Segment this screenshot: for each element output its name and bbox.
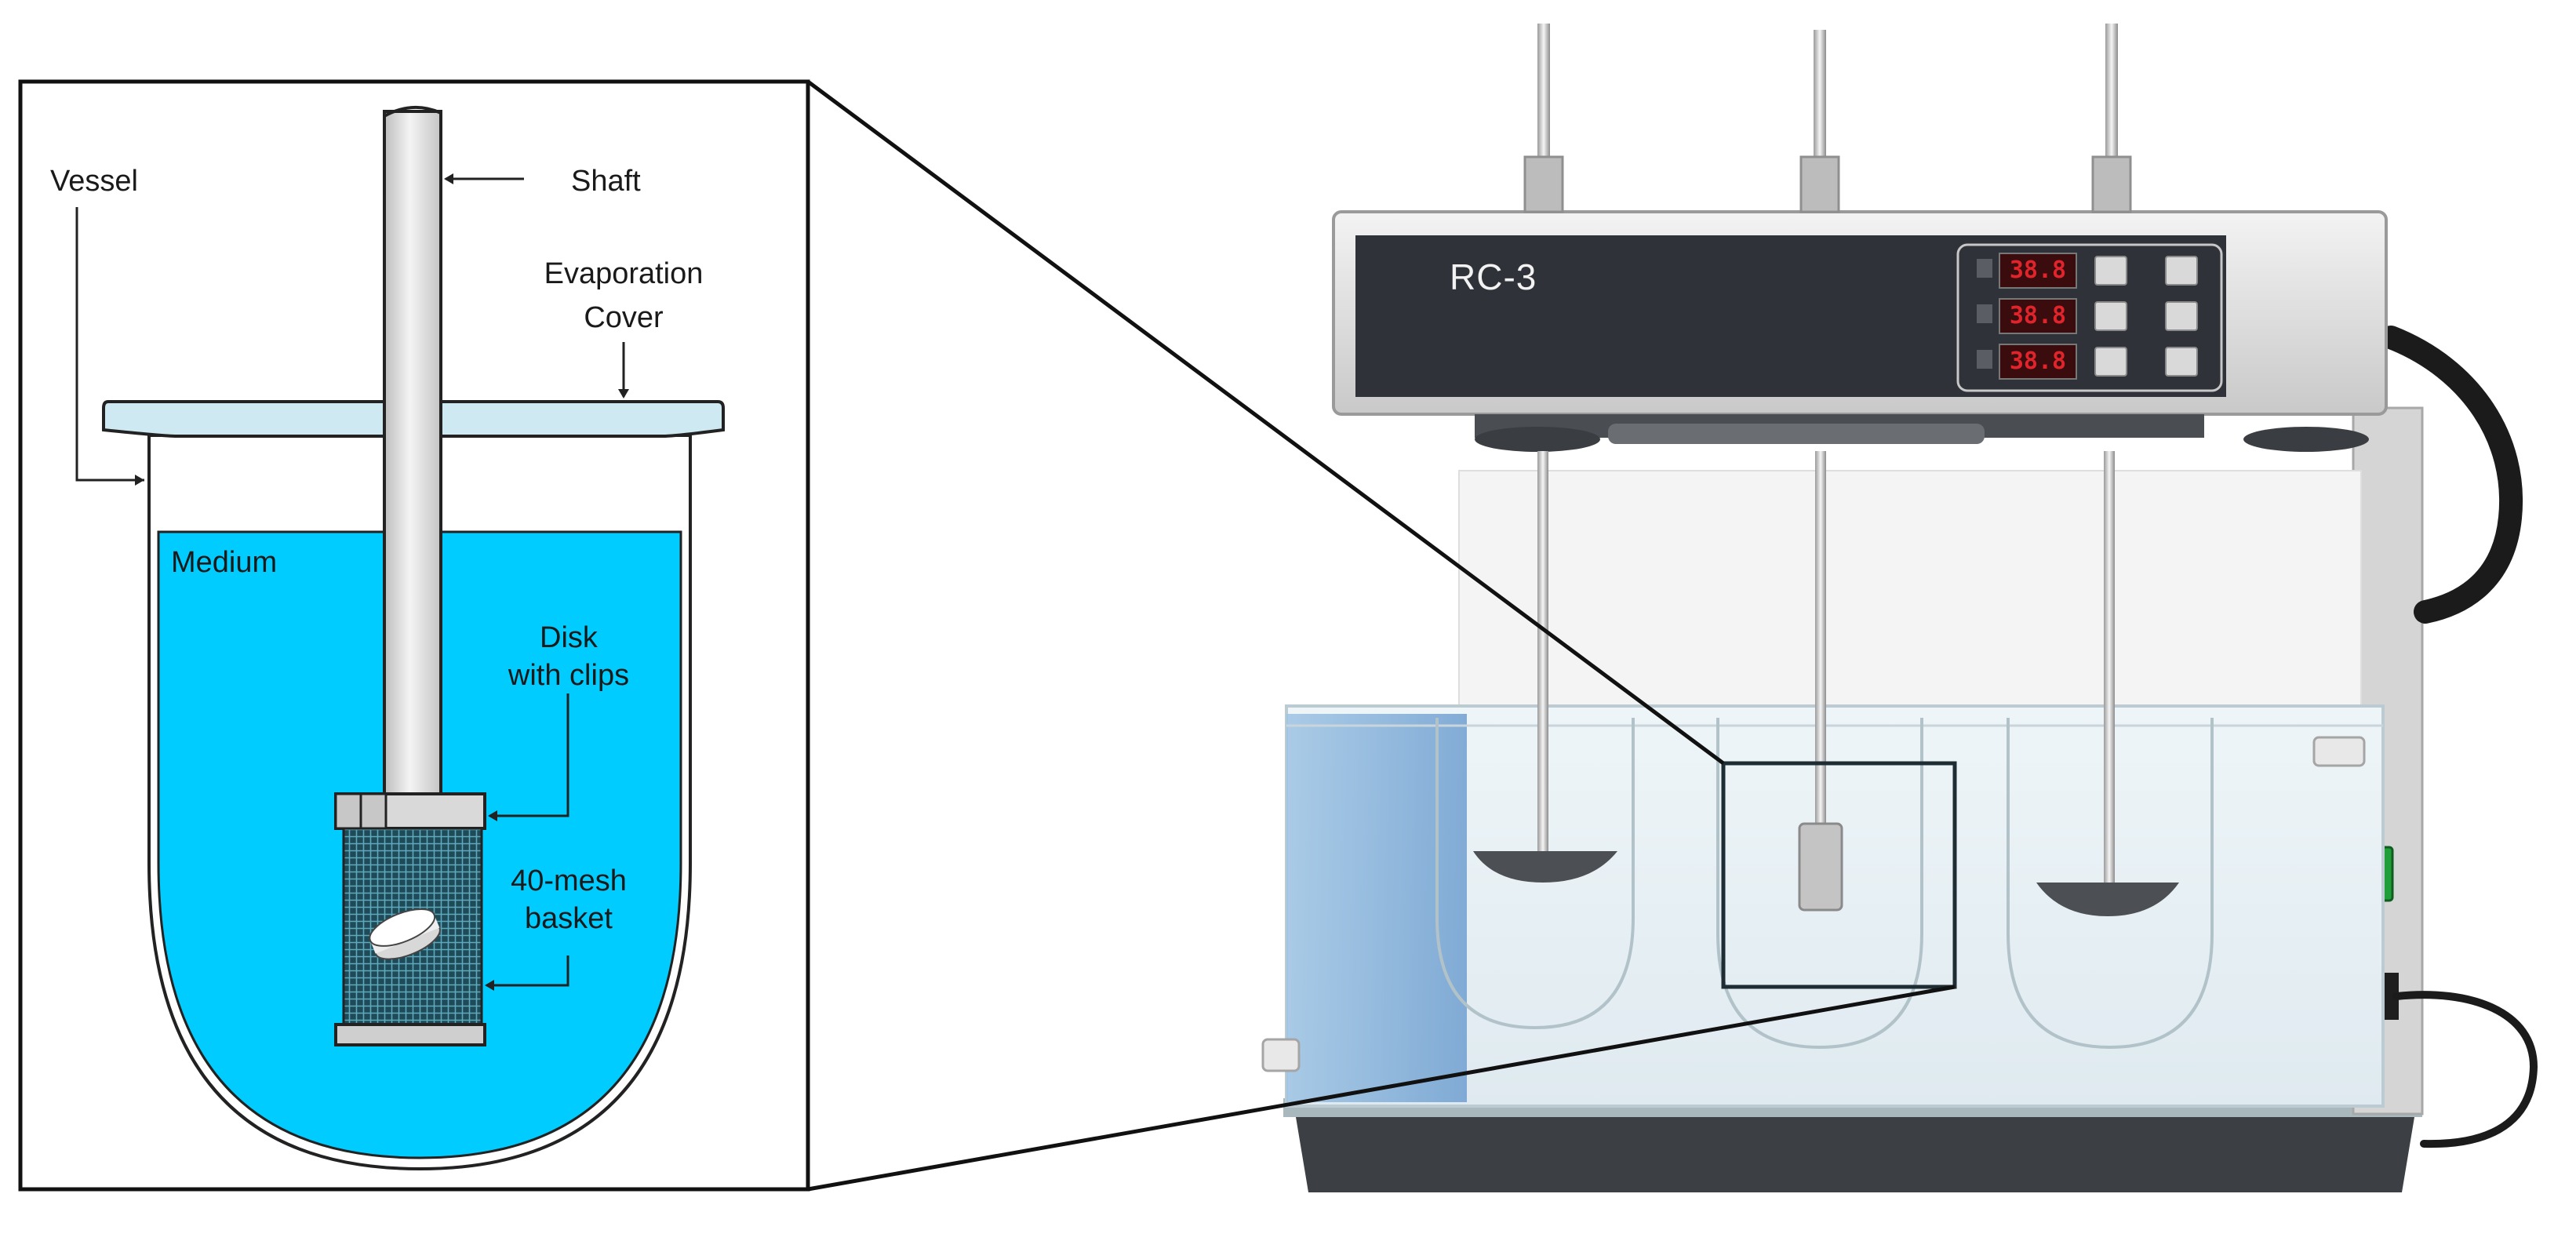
control-button[interactable] [2094, 256, 2127, 286]
disk-label-line2: with clips [508, 659, 630, 692]
led-display: 38.8 [1999, 253, 2077, 289]
vessel-schematic [18, 79, 810, 1192]
head-panel [1355, 235, 2226, 397]
control-row: 38.8 [1977, 340, 2212, 380]
cable-power [2392, 991, 2538, 1148]
control-button[interactable] [2165, 347, 2198, 377]
led-display: 38.8 [1999, 344, 2077, 380]
control-button[interactable] [2165, 256, 2198, 286]
water-bath-side [1286, 714, 1467, 1102]
control-row: 38.8 [1977, 295, 2212, 334]
apparatus-base [1294, 1108, 2416, 1192]
dissolution-apparatus [1261, 24, 2538, 1192]
shafts-lower [1473, 451, 2179, 916]
zoom-line-top [806, 79, 1725, 766]
led-display: 38.8 [1999, 298, 2077, 334]
vessel-label: Vessel [50, 165, 138, 198]
control-row: 38.8 [1977, 249, 2212, 289]
medium-label: Medium [171, 546, 278, 579]
basket-base [334, 1023, 486, 1046]
basket-label-line2: basket [525, 902, 613, 935]
leader-lines [75, 177, 625, 987]
model-label: RC-3 [1450, 257, 1537, 297]
control-button[interactable] [2094, 347, 2127, 377]
zoom-box [1721, 761, 1957, 989]
evaporation-cover-label-line2: Cover [584, 301, 664, 334]
tablet [369, 908, 441, 960]
zoom-line-bottom [807, 984, 1956, 1192]
display-tag [1977, 350, 1992, 369]
control-button[interactable] [2094, 301, 2127, 331]
shaft-label: Shaft [571, 165, 641, 198]
control-button[interactable] [2165, 301, 2198, 331]
shaft [383, 110, 442, 797]
drive-rods-top [1523, 24, 2132, 213]
disk-label-line1: Disk [540, 621, 598, 654]
evaporation-cover-label-line1: Evaporation [544, 257, 704, 290]
display-tag [1977, 304, 1992, 323]
basket-label-line1: 40-mesh [511, 864, 627, 897]
display-tag [1977, 259, 1992, 278]
control-displays: 38.8 38.8 38.8 [1977, 249, 2212, 388]
cable-top [2379, 326, 2523, 624]
